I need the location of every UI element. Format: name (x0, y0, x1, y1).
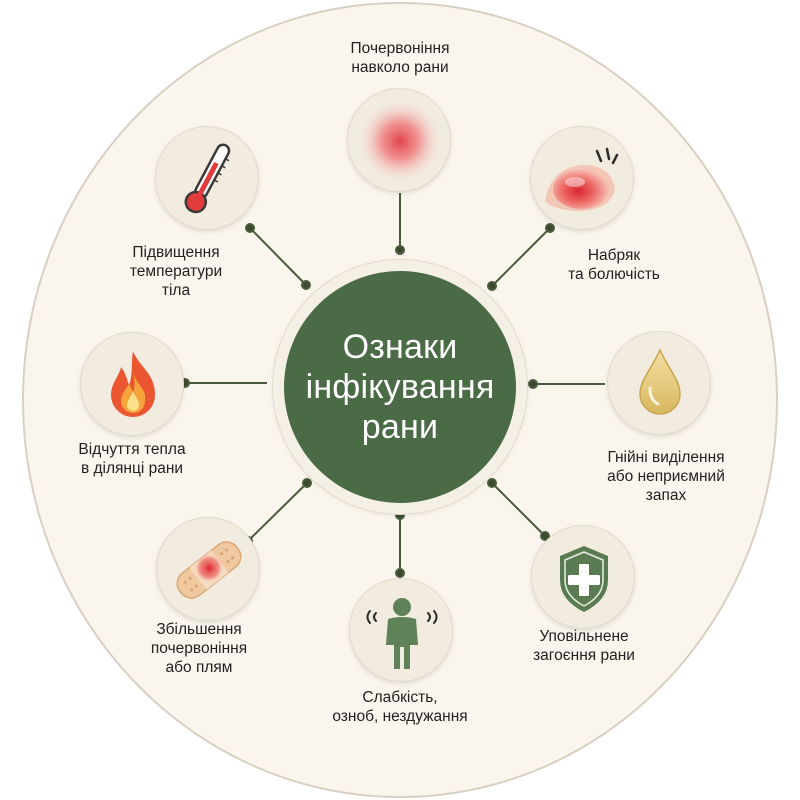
discharge-icon-circle (607, 331, 711, 435)
label-warmth: Відчуття тепла в ділянці рани (78, 441, 186, 477)
bandage-icon (176, 541, 242, 599)
label-healing: Уповільнене загоєння рани (533, 628, 635, 664)
connector-healing (491, 482, 546, 537)
label-swelling: Набряк та болючість (568, 247, 660, 283)
swollen-skin-icon (545, 147, 619, 211)
connector-dot-swelling-inner (487, 281, 497, 291)
connector-dot-spreading-inner (302, 478, 312, 488)
connector-spreading (247, 482, 308, 542)
connector-dot-discharge (528, 379, 538, 389)
flame-icon (111, 351, 155, 417)
thermometer-icon (184, 143, 231, 214)
spreading-icon-circle (156, 517, 260, 621)
shivering-person-icon (366, 598, 438, 669)
center-title: Ознаки інфікування рани (305, 328, 495, 446)
label-fever: Підвищення температури тіла (129, 244, 223, 299)
connector-swelling (491, 227, 551, 287)
label-redness: Почервоніння навколо рани (350, 40, 450, 76)
connector-dot-swelling-outer (545, 223, 555, 233)
connector-dot-healing-inner (487, 478, 497, 488)
swelling-icon-circle (530, 126, 634, 230)
redness-spot-icon (360, 101, 440, 181)
healing-icon-circle (531, 525, 635, 629)
center-disk: Ознаки інфікування рани (284, 271, 516, 503)
label-discharge: Гнійні виділення або неприємний запах (607, 449, 725, 504)
label-weakness: Слабкість, озноб, нездужання (332, 689, 468, 725)
connector-fever (249, 227, 307, 286)
connector-dot-fever-inner (301, 280, 311, 290)
shield-cross-icon (560, 546, 608, 612)
weakness-icon-circle (349, 578, 453, 682)
redness-icon-circle (347, 88, 451, 192)
connector-dot-fever-outer (245, 223, 255, 233)
warmth-icon-circle (80, 332, 184, 436)
connector-dot-redness (395, 245, 405, 255)
fever-icon-circle (155, 126, 259, 230)
drop-icon (639, 348, 681, 415)
label-spreading: Збільшення почервоніння або плям (150, 621, 248, 676)
connector-dot-weakness-outer (395, 568, 405, 578)
